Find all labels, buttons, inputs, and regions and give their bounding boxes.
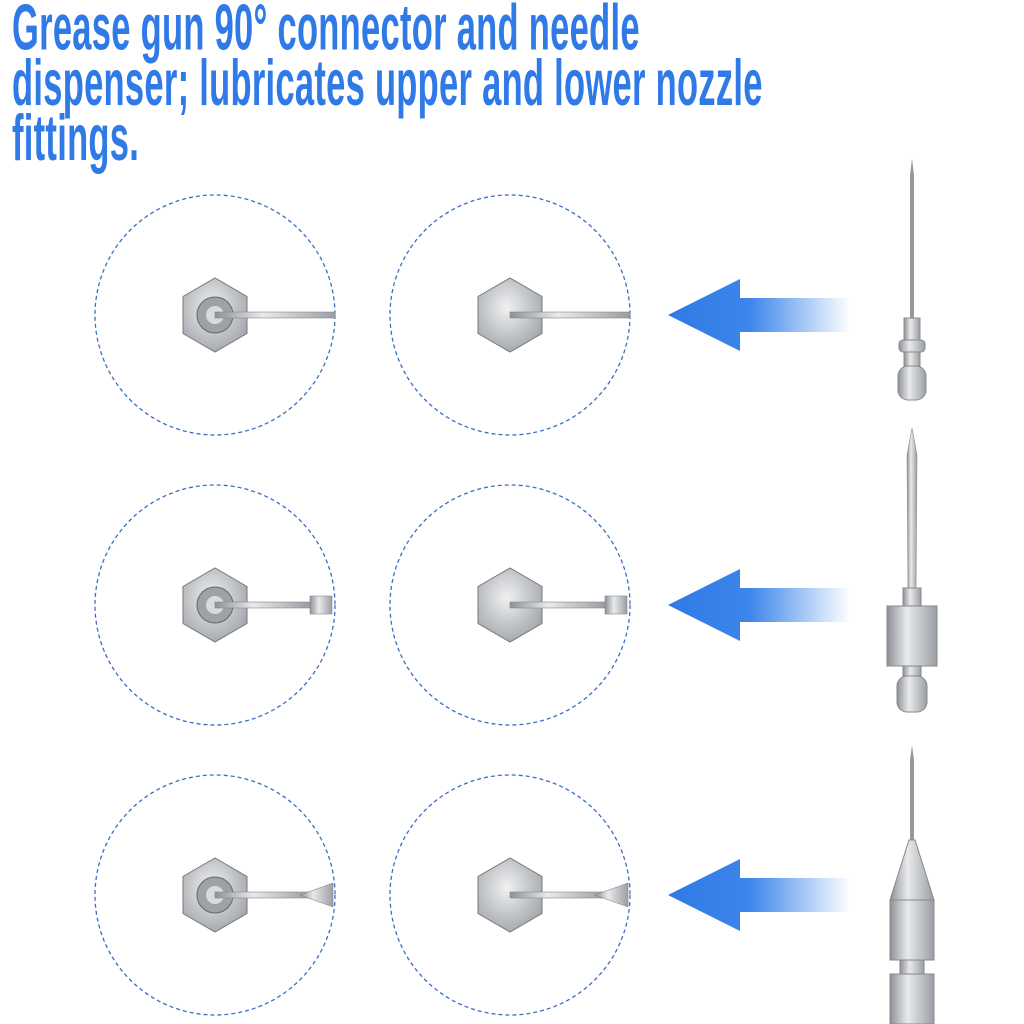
row-1 xyxy=(94,158,927,436)
needle-cone xyxy=(889,839,935,901)
needle-hex-body xyxy=(889,899,935,961)
needle-collar xyxy=(902,587,922,609)
needle-hex-base xyxy=(889,973,935,1024)
needle-nipple xyxy=(896,675,928,713)
left-arrow-icon xyxy=(668,859,850,931)
row-3 xyxy=(94,745,935,1024)
left-arrow-icon xyxy=(668,569,850,641)
needle-inserted xyxy=(509,311,631,319)
needle-inserted xyxy=(509,891,606,899)
needle-neck xyxy=(902,665,922,677)
lower-fitting-detail-circle xyxy=(389,484,631,726)
left-arrow-icon xyxy=(668,279,850,351)
headline: Grease gun 90° connector and needle disp… xyxy=(12,0,763,174)
upper-fitting-detail-circle xyxy=(94,774,336,1016)
needle-taper xyxy=(299,882,334,908)
headline-line-1: Grease gun 90° connector and needle xyxy=(12,0,640,64)
lower-fitting-detail-circle xyxy=(389,774,631,1016)
needle-tip xyxy=(906,427,918,591)
needle-hex-body xyxy=(886,605,938,667)
needle-inserted xyxy=(214,891,311,899)
row-2 xyxy=(94,427,938,726)
needle-inserted xyxy=(214,311,336,319)
needle-neck xyxy=(903,351,921,367)
needle-neck xyxy=(899,959,925,975)
headline-line-3: fittings. xyxy=(12,101,140,174)
headline-line-2: dispenser; lubricates upper and lower no… xyxy=(12,46,763,119)
needle-collar xyxy=(604,595,628,615)
needle-nipple xyxy=(897,365,927,401)
needle-tip xyxy=(910,745,914,840)
needle-collar xyxy=(309,595,333,615)
needle-flange xyxy=(898,339,926,353)
needle-inserted xyxy=(509,601,606,609)
needle-inserted xyxy=(214,601,311,609)
needle-taper xyxy=(594,882,629,908)
needle-tip xyxy=(910,158,914,320)
upper-fitting-detail-circle xyxy=(94,484,336,726)
needle-body xyxy=(903,317,921,341)
